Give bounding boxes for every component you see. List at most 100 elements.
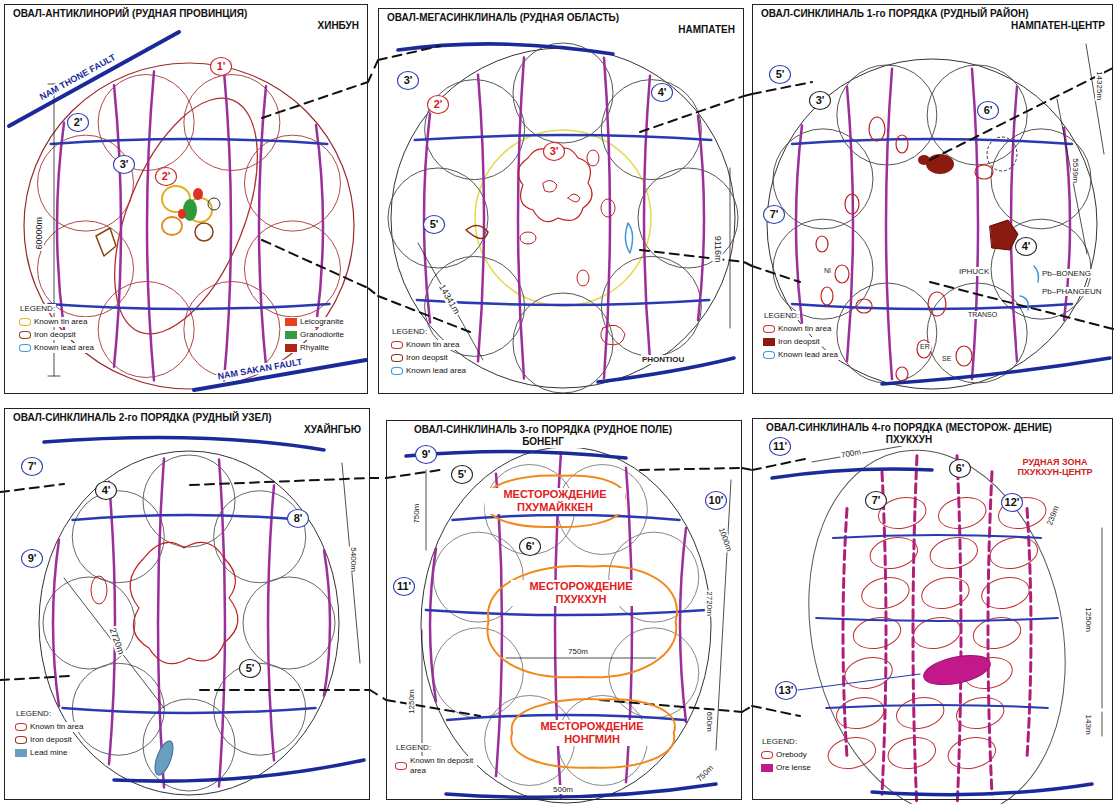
callout-number: 11' [769,437,791,456]
fold-line [604,58,610,378]
oval-outline [178,209,186,219]
legend-text: Rhyalite [300,343,329,353]
deposit-outline: МЕСТОРОЖДЕНИЕ ПХУМАЙККЕН [475,471,635,531]
map-label: LEGEND: [395,743,432,752]
fold-line [268,486,274,761]
legend-text: Orebody [776,750,807,760]
oval-outline [936,493,989,532]
legend-swatch [391,367,403,375]
zoom-connector [742,468,752,470]
dimension-label: 2720m [107,626,127,657]
legend-text: Iron deopsit [406,353,448,363]
oval-outline [425,80,525,180]
oval-outline [43,577,135,669]
callout-number: 2' [67,113,89,132]
oval-outline [894,693,947,732]
deposit-outline: МЕСТОРОЖДЕНИЕ НОНГМИН [497,693,687,773]
legend-text: Iron deopsit [778,337,820,347]
panel-illustration [772,426,1102,804]
zoom-line [262,82,368,118]
oval-outline [835,265,849,283]
oval-panel: ОВАЛ-МЕГАСИНКЛИНАЛЬ (РУДНАЯ ОБЛАСТЬ)НАМП… [378,8,744,394]
map-label: Pb–PHANGEUN [1041,287,1103,296]
oval-outline [39,451,339,795]
callout-number: 3' [543,142,565,161]
legend-swatch [19,318,31,326]
map-label: NI [823,267,832,275]
map-label: NAM THONE FAULT [36,51,117,102]
oval-outline [773,219,873,319]
oval-outline [845,194,859,214]
fault-line [792,139,1072,144]
zoom-line [752,706,800,716]
fold-line [988,472,992,794]
fold-line [644,76,650,360]
fault-line [72,515,305,520]
zoom-connector [370,690,386,700]
map-line [990,220,1018,250]
fold-line [957,456,961,804]
fault-line [51,139,328,144]
legend-swatch [285,331,297,339]
deposit-outline: МЕСТОРОЖДЕНИЕ ПХУКХУН [471,556,691,686]
map-line [1034,266,1039,282]
oval-outline [869,117,885,141]
map-line [882,358,1110,384]
callout-number: 2' [155,167,177,186]
panel-title: ОВАЛ-СИНКЛИНАЛЬ 1-го ПОРЯДКА (РУДНЫЙ РАЙ… [759,8,1031,20]
map-line [1086,44,1104,154]
map-line [466,225,488,238]
oval-outline [821,287,833,305]
fault-line [415,135,711,140]
dimension-label: 14341m [436,282,462,317]
oval-panel: ОВАЛ-СИНКЛИНАЛЬ 4-го ПОРЯДКА (МЕСТОРОЖ- … [752,418,1113,800]
map-label: IPHUCK [958,267,990,276]
callout-number: 6' [949,459,971,478]
fault-line [826,705,1048,708]
legend-swatch [19,344,31,352]
panel-title: ОВАЛ-МЕГАСИНКЛИНАЛЬ (РУДНАЯ ОБЛАСТЬ) [385,12,621,24]
oval-outline [193,188,203,200]
oval-outline [638,168,738,268]
map-line [96,228,116,256]
callout-number: 4' [1015,237,1037,256]
fault-line [63,708,316,713]
map-label: ER [919,343,931,351]
panel-title: ХУАЙНГЬЮ [302,424,363,436]
fold-line [796,125,802,322]
fold-line [259,86,266,366]
deposit-line [511,699,675,768]
dimension-label: 750m [694,762,716,784]
oval-outline [391,48,735,388]
legend-item: Iron deopsit [763,337,822,347]
legend-text: Known tin area [34,317,87,327]
oval-outline [421,447,711,803]
legend-swatch [15,723,27,731]
legend-item: Known tin area [391,340,461,350]
callout-number: 10' [705,491,727,510]
fault-line [426,610,706,615]
fold-line [680,528,686,722]
dimension-label: 239m [1045,503,1061,527]
callout-number: 9' [21,549,43,568]
callout-number: 11' [393,577,415,596]
legend-text: Known tin area [406,340,459,350]
oval-outline [433,628,523,718]
legend-text: Known lead area [34,343,94,353]
fold-line [1011,87,1017,361]
oval-outline [195,223,213,241]
legend-text: Known lead area [778,350,838,360]
legend-text: Granodiorite [300,330,344,340]
oval-outline [587,150,599,166]
zoom-line [0,676,70,680]
legend-swatch [19,331,31,339]
legend-item: Granodiorite [285,330,346,340]
map-line [446,784,716,797]
map-label: LEGEND: [763,311,800,320]
map-line [114,760,364,781]
callout-number: 5' [423,215,445,234]
panel-illustration [9,32,366,390]
oval-outline [917,340,931,358]
oval-outline [896,367,908,381]
